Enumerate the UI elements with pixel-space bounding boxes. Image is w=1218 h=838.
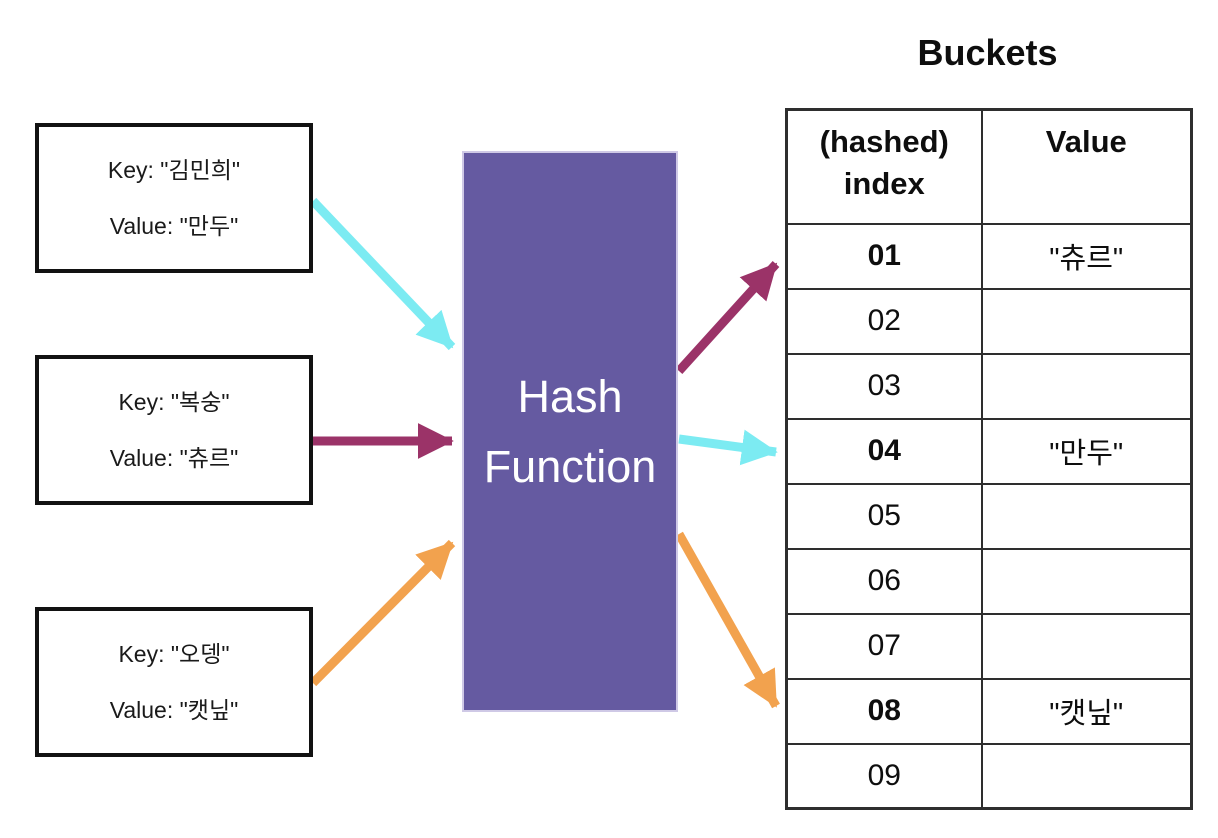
table-row: 06 (785, 547, 1193, 615)
buckets-header-row: (hashed) index Value (785, 108, 1193, 225)
header-value: Value (980, 108, 1193, 225)
input-box-3: Key: "오뎅" Value: "캣닢" (35, 607, 313, 757)
table-row: 09 (785, 742, 1193, 810)
table-row: 08"캣닢" (785, 677, 1193, 745)
bucket-value-cell (980, 287, 1193, 355)
bucket-value-cell (980, 742, 1193, 810)
arrow-input1-to-hash (309, 197, 456, 351)
bucket-value-cell (980, 352, 1193, 420)
value-label: Value: "츄르" (109, 444, 239, 471)
buckets-title: Buckets (917, 32, 1058, 73)
bucket-index-cell: 05 (785, 482, 983, 550)
value-label: Value: "캣닢" (109, 696, 239, 723)
bucket-value-cell (980, 482, 1193, 550)
arrow-input3-to-hash (309, 539, 456, 687)
hash-function-box: Hash Function (462, 151, 678, 712)
table-row: 01"츄르" (785, 222, 1193, 290)
table-row: 07 (785, 612, 1193, 680)
arrow-hash-to-bucket-04 (678, 429, 778, 466)
key-label: Key: "복숭" (118, 388, 230, 415)
arrow-hash-to-bucket-08 (675, 531, 780, 709)
bucket-index-cell: 03 (785, 352, 983, 420)
bucket-index-cell: 04 (785, 417, 983, 485)
bucket-index-cell: 07 (785, 612, 983, 680)
input-box-2: Key: "복숭" Value: "츄르" (35, 355, 313, 505)
header-hashed-index: (hashed) index (785, 108, 983, 225)
bucket-value-cell: "츄르" (980, 222, 1193, 290)
key-label: Key: "김민희" (107, 156, 241, 183)
bucket-index-cell: 01 (785, 222, 983, 290)
table-row: 03 (785, 352, 1193, 420)
bucket-index-cell: 06 (785, 547, 983, 615)
table-row: 05 (785, 482, 1193, 550)
table-row: 02 (785, 287, 1193, 355)
bucket-value-cell (980, 547, 1193, 615)
bucket-index-cell: 09 (785, 742, 983, 810)
bucket-value-cell: "캣닢" (980, 677, 1193, 745)
bucket-index-cell: 02 (785, 287, 983, 355)
hash-function-label-line1: Hash (517, 370, 623, 422)
bucket-index-cell: 08 (785, 677, 983, 745)
hash-function-label-line2: Function (483, 440, 657, 492)
bucket-value-cell: "만두" (980, 417, 1193, 485)
arrow-hash-to-bucket-01 (675, 260, 780, 375)
table-row: 04"만두" (785, 417, 1193, 485)
input-box-1: Key: "김민희" Value: "만두" (35, 123, 313, 273)
key-label: Key: "오뎅" (118, 640, 230, 667)
value-label: Value: "만두" (109, 212, 239, 239)
bucket-value-cell (980, 612, 1193, 680)
